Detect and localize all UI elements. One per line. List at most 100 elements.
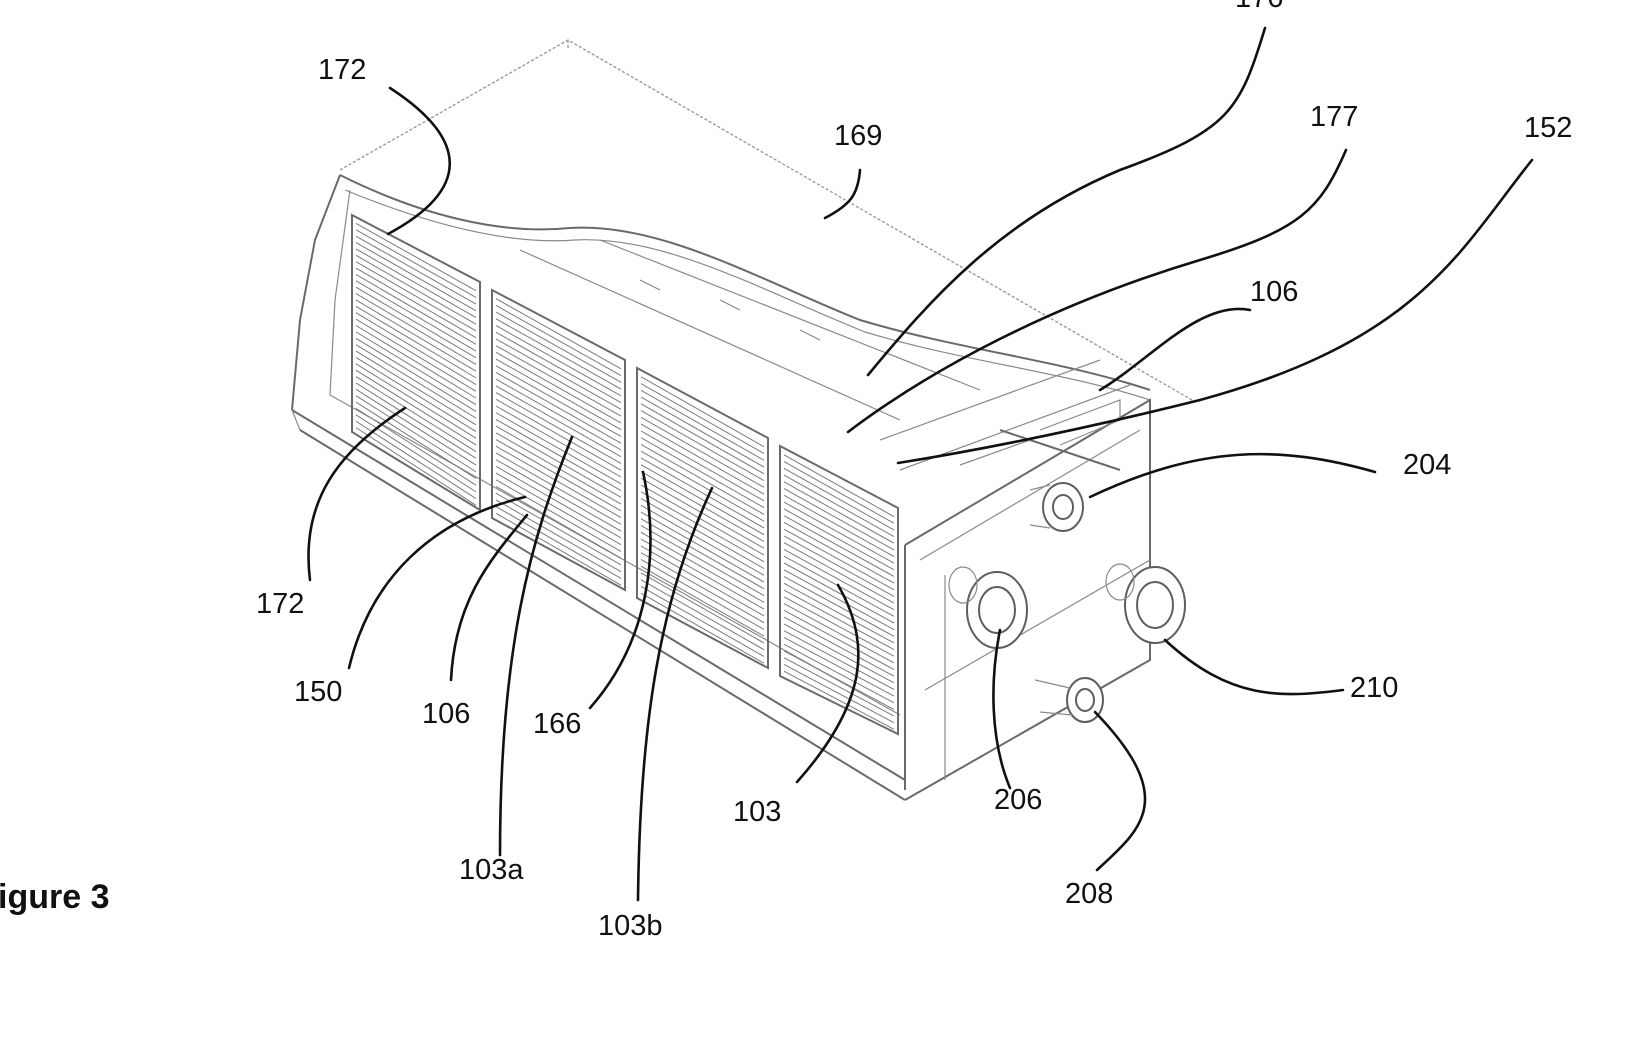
fin-line: [495, 492, 622, 566]
fin-line: [495, 385, 622, 458]
fin-line: [355, 305, 477, 379]
fin-line: [783, 461, 895, 524]
fin-line: [783, 657, 895, 717]
fin-line: [495, 486, 622, 559]
label-103a: 103a: [459, 854, 524, 886]
fin-line: [355, 427, 477, 506]
fin-line: [640, 592, 765, 664]
label-106-bottom: 106: [422, 698, 471, 730]
fin-line: [355, 235, 477, 305]
fin-line: [640, 403, 765, 475]
fin-line: [495, 445, 622, 519]
fin-line: [783, 474, 895, 538]
label-103b: 103b: [598, 910, 663, 942]
fin-line: [355, 401, 477, 479]
fin-line: [495, 351, 622, 424]
fin-line: [495, 372, 622, 444]
fin-line: [355, 248, 477, 318]
label-169: 169: [834, 120, 883, 152]
fin-line: [640, 416, 765, 488]
fin-line: [355, 242, 477, 312]
fin-line: [783, 467, 895, 531]
fin-line: [640, 491, 765, 563]
leader-103a: [498, 435, 574, 857]
label-172-top: 172: [318, 54, 367, 86]
housing-body: [291, 174, 1151, 801]
fin-line: [783, 582, 895, 644]
fin-line: [495, 378, 622, 451]
fin-line: [355, 299, 477, 372]
leader-106-right: [1098, 307, 1252, 392]
port-208: [1034, 677, 1104, 723]
leader-204: [1088, 452, 1377, 499]
fin-line: [355, 420, 477, 500]
fin-line: [783, 643, 895, 704]
leader-103b: [636, 486, 714, 902]
fin-line: [783, 454, 895, 518]
label-166: 166: [533, 708, 582, 740]
fin-line: [640, 450, 765, 522]
fin-line: [495, 304, 622, 376]
leader-172-top: [386, 86, 452, 236]
fin-line: [355, 293, 477, 365]
fin-line: [783, 488, 895, 551]
fin-line: [495, 459, 622, 532]
fin-line: [640, 558, 765, 630]
fin-line: [495, 345, 622, 417]
fin-line: [355, 408, 477, 486]
fin-line: [640, 511, 765, 583]
fin-line: [640, 525, 765, 597]
fin-line: [495, 392, 622, 464]
fin-line: [783, 562, 895, 624]
fin-line: [640, 579, 765, 651]
fin-line: [495, 298, 622, 370]
fin-line: [783, 609, 895, 670]
fin-line: [640, 518, 765, 590]
fin-line: [783, 528, 895, 591]
fin-line: [783, 650, 895, 710]
port-210: [1105, 563, 1186, 644]
fin-line: [640, 423, 765, 495]
fin-line: [640, 531, 765, 603]
leader-106-bottom: [449, 513, 529, 682]
fin-line: [783, 576, 895, 637]
fin-line: [783, 670, 895, 730]
fin-line: [783, 549, 895, 611]
fin-line: [783, 501, 895, 564]
fin-panel-2: [491, 288, 626, 592]
fin-line: [495, 338, 622, 410]
fin-line: [640, 443, 765, 515]
label-210: 210: [1350, 672, 1399, 704]
fin-line: [640, 410, 765, 482]
fin-line: [640, 383, 765, 454]
fin-line: [783, 515, 895, 577]
fin-line: [495, 405, 622, 478]
fin-line: [355, 388, 477, 466]
label-176: 176: [1235, 0, 1283, 13]
fin-line: [640, 504, 765, 576]
label-204: 204: [1403, 449, 1452, 481]
fin-line: [355, 331, 477, 406]
fin-line: [355, 369, 477, 446]
label-106-right: 106: [1250, 276, 1299, 308]
fin-line: [355, 382, 477, 459]
figure-caption: igure 3: [0, 878, 110, 916]
fin-line: [640, 396, 765, 468]
fin-line: [355, 356, 477, 432]
fin-line: [495, 325, 622, 397]
fin-line: [355, 344, 477, 419]
fin-line: [495, 472, 622, 546]
leader-103: [795, 583, 860, 784]
fin-line: [640, 552, 765, 624]
fin-line: [783, 616, 895, 677]
fin-line: [783, 494, 895, 557]
fin-line: [355, 363, 477, 439]
fin-line: [495, 365, 622, 437]
fin-line: [783, 508, 895, 571]
leader-177: [846, 148, 1348, 434]
fin-line: [495, 311, 622, 383]
fin-line: [355, 395, 477, 473]
fin-panel-3: [636, 366, 769, 670]
fin-line: [495, 398, 622, 471]
